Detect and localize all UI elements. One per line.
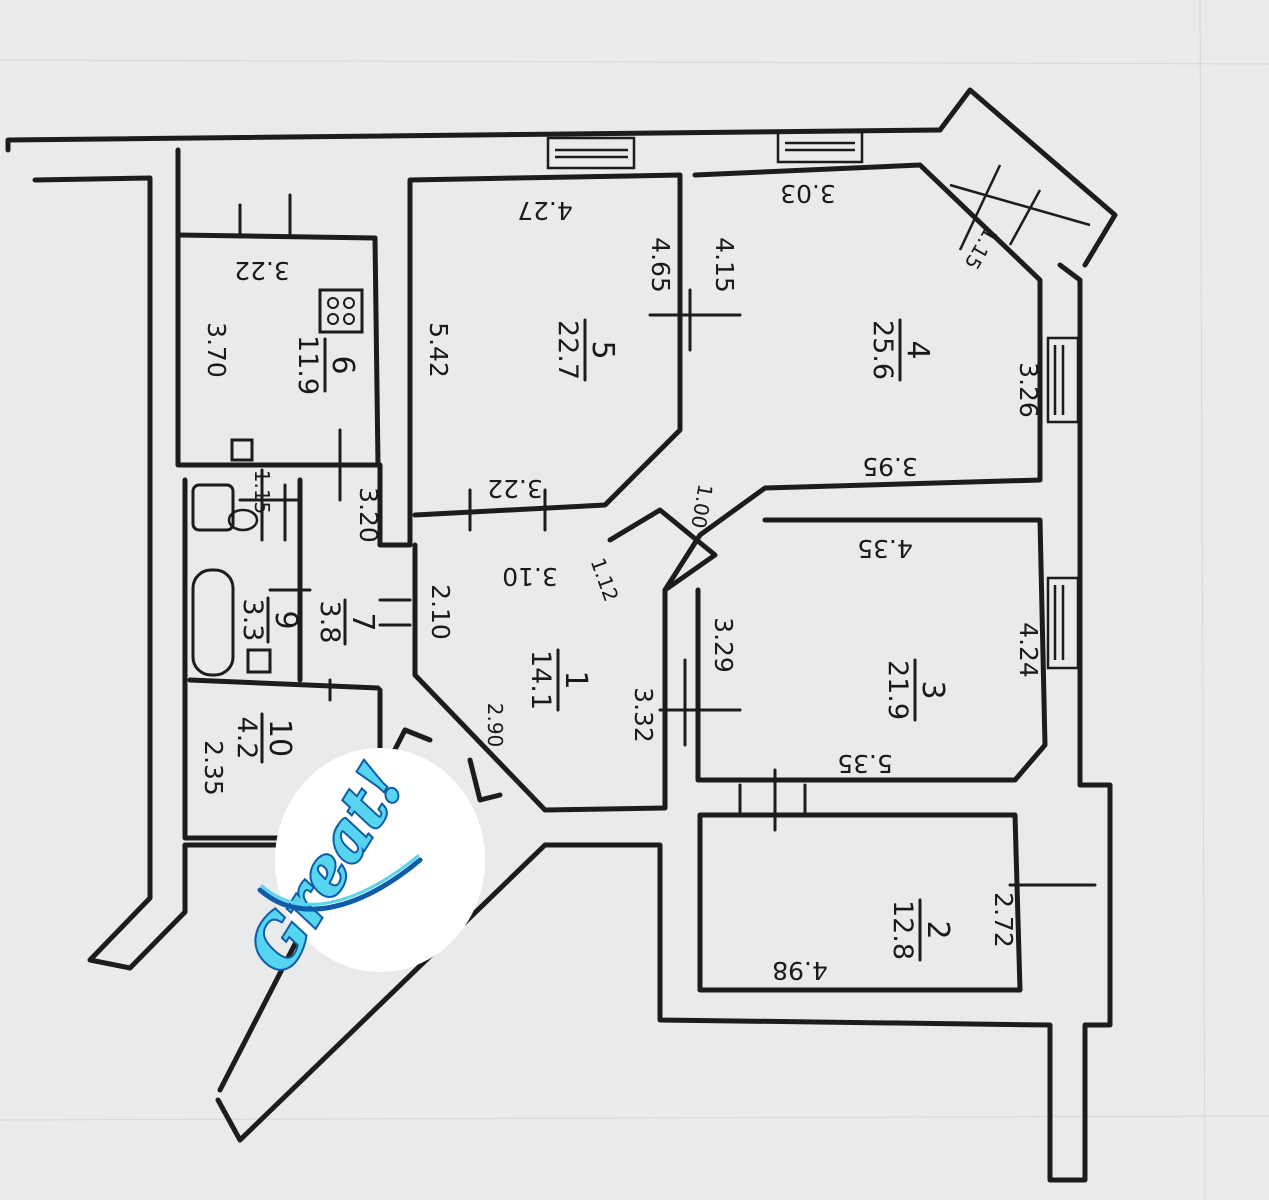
dim-r1-right: 3.32 xyxy=(629,687,658,743)
room-6-label: 6 11.9 xyxy=(292,335,360,395)
outer-walls xyxy=(5,87,1118,1183)
svg-text:12.8: 12.8 xyxy=(887,900,918,960)
svg-text:11.9: 11.9 xyxy=(292,335,323,395)
svg-text:10: 10 xyxy=(262,719,297,757)
dim-r2-right: 2.72 xyxy=(989,892,1018,948)
svg-text:2: 2 xyxy=(920,920,955,939)
dim-r2-bottom: 4.98 xyxy=(772,956,828,985)
great-sticker: Great! xyxy=(232,748,485,987)
room-9-label: 9 3.3 xyxy=(237,596,303,644)
dim-r4-top: 3.03 xyxy=(780,179,836,208)
room-2-label: 2 12.8 xyxy=(887,898,955,962)
dim-r1-top: 3.10 xyxy=(502,562,558,591)
svg-text:14.1: 14.1 xyxy=(525,650,556,710)
dim-r7-length: 3.20 xyxy=(354,487,383,543)
svg-text:3.8: 3.8 xyxy=(314,601,345,644)
svg-text:9: 9 xyxy=(268,610,303,629)
svg-text:5: 5 xyxy=(585,340,620,359)
room-5-label: 5 22.7 xyxy=(552,318,620,382)
svg-text:22.7: 22.7 xyxy=(552,320,583,380)
dim-r9-label: 1.15 xyxy=(250,470,274,515)
toilet-icon xyxy=(191,438,259,532)
dim-r4-bottom: 3.95 xyxy=(862,452,918,481)
room-3-label: 3 21.9 xyxy=(882,658,950,722)
dim-r5-top: 4.27 xyxy=(517,196,573,225)
dim-r1-corner: 1.12 xyxy=(586,555,624,605)
sink-icon xyxy=(260,468,287,542)
svg-text:4: 4 xyxy=(900,340,935,359)
door-ticks xyxy=(238,193,1097,887)
dim-r3-right: 4.24 xyxy=(1014,622,1043,678)
dim-r5-bottom: 3.22 xyxy=(487,474,543,503)
stove-icon xyxy=(318,288,364,334)
room-4-label: 4 25.6 xyxy=(867,318,935,382)
svg-text:4.2: 4.2 xyxy=(231,717,262,760)
dim-r6-width: 3.22 xyxy=(234,256,290,285)
svg-text:6: 6 xyxy=(325,355,360,374)
dim-r5-left: 5.42 xyxy=(424,322,453,378)
bathtub-icon xyxy=(191,568,272,677)
dim-r3-left: 3.29 xyxy=(709,617,738,673)
svg-text:25.6: 25.6 xyxy=(867,320,898,380)
svg-text:3: 3 xyxy=(915,680,950,699)
svg-text:21.9: 21.9 xyxy=(882,660,913,720)
room-labels: 6 11.9 5 22.7 4 25.6 1 14.1 3 21.9 2 12.… xyxy=(231,318,955,962)
dim-entry-width: 2.90 xyxy=(483,703,507,748)
dim-r5-right: 4.65 xyxy=(646,237,675,293)
dim-r10-length: 2.35 xyxy=(199,740,228,796)
dim-r4-left: 4.15 xyxy=(710,237,739,293)
room-1-label: 1 14.1 xyxy=(525,648,593,712)
svg-text:7: 7 xyxy=(345,612,380,631)
dim-r6-length: 3.70 xyxy=(202,322,231,378)
svg-text:3.3: 3.3 xyxy=(237,599,268,642)
dim-r3-top: 4.35 xyxy=(857,534,913,563)
dim-r4-corner: 1.15 xyxy=(960,223,1003,274)
windows xyxy=(546,130,1091,670)
dim-r1-left: 2.10 xyxy=(426,584,455,640)
dim-r3-bottom: 5.35 xyxy=(837,749,893,778)
svg-text:1: 1 xyxy=(558,670,593,689)
room-7-label: 7 3.8 xyxy=(314,598,380,646)
dim-r4-right: 3.26 xyxy=(1014,362,1043,418)
room-10-label: 10 4.2 xyxy=(231,712,297,764)
